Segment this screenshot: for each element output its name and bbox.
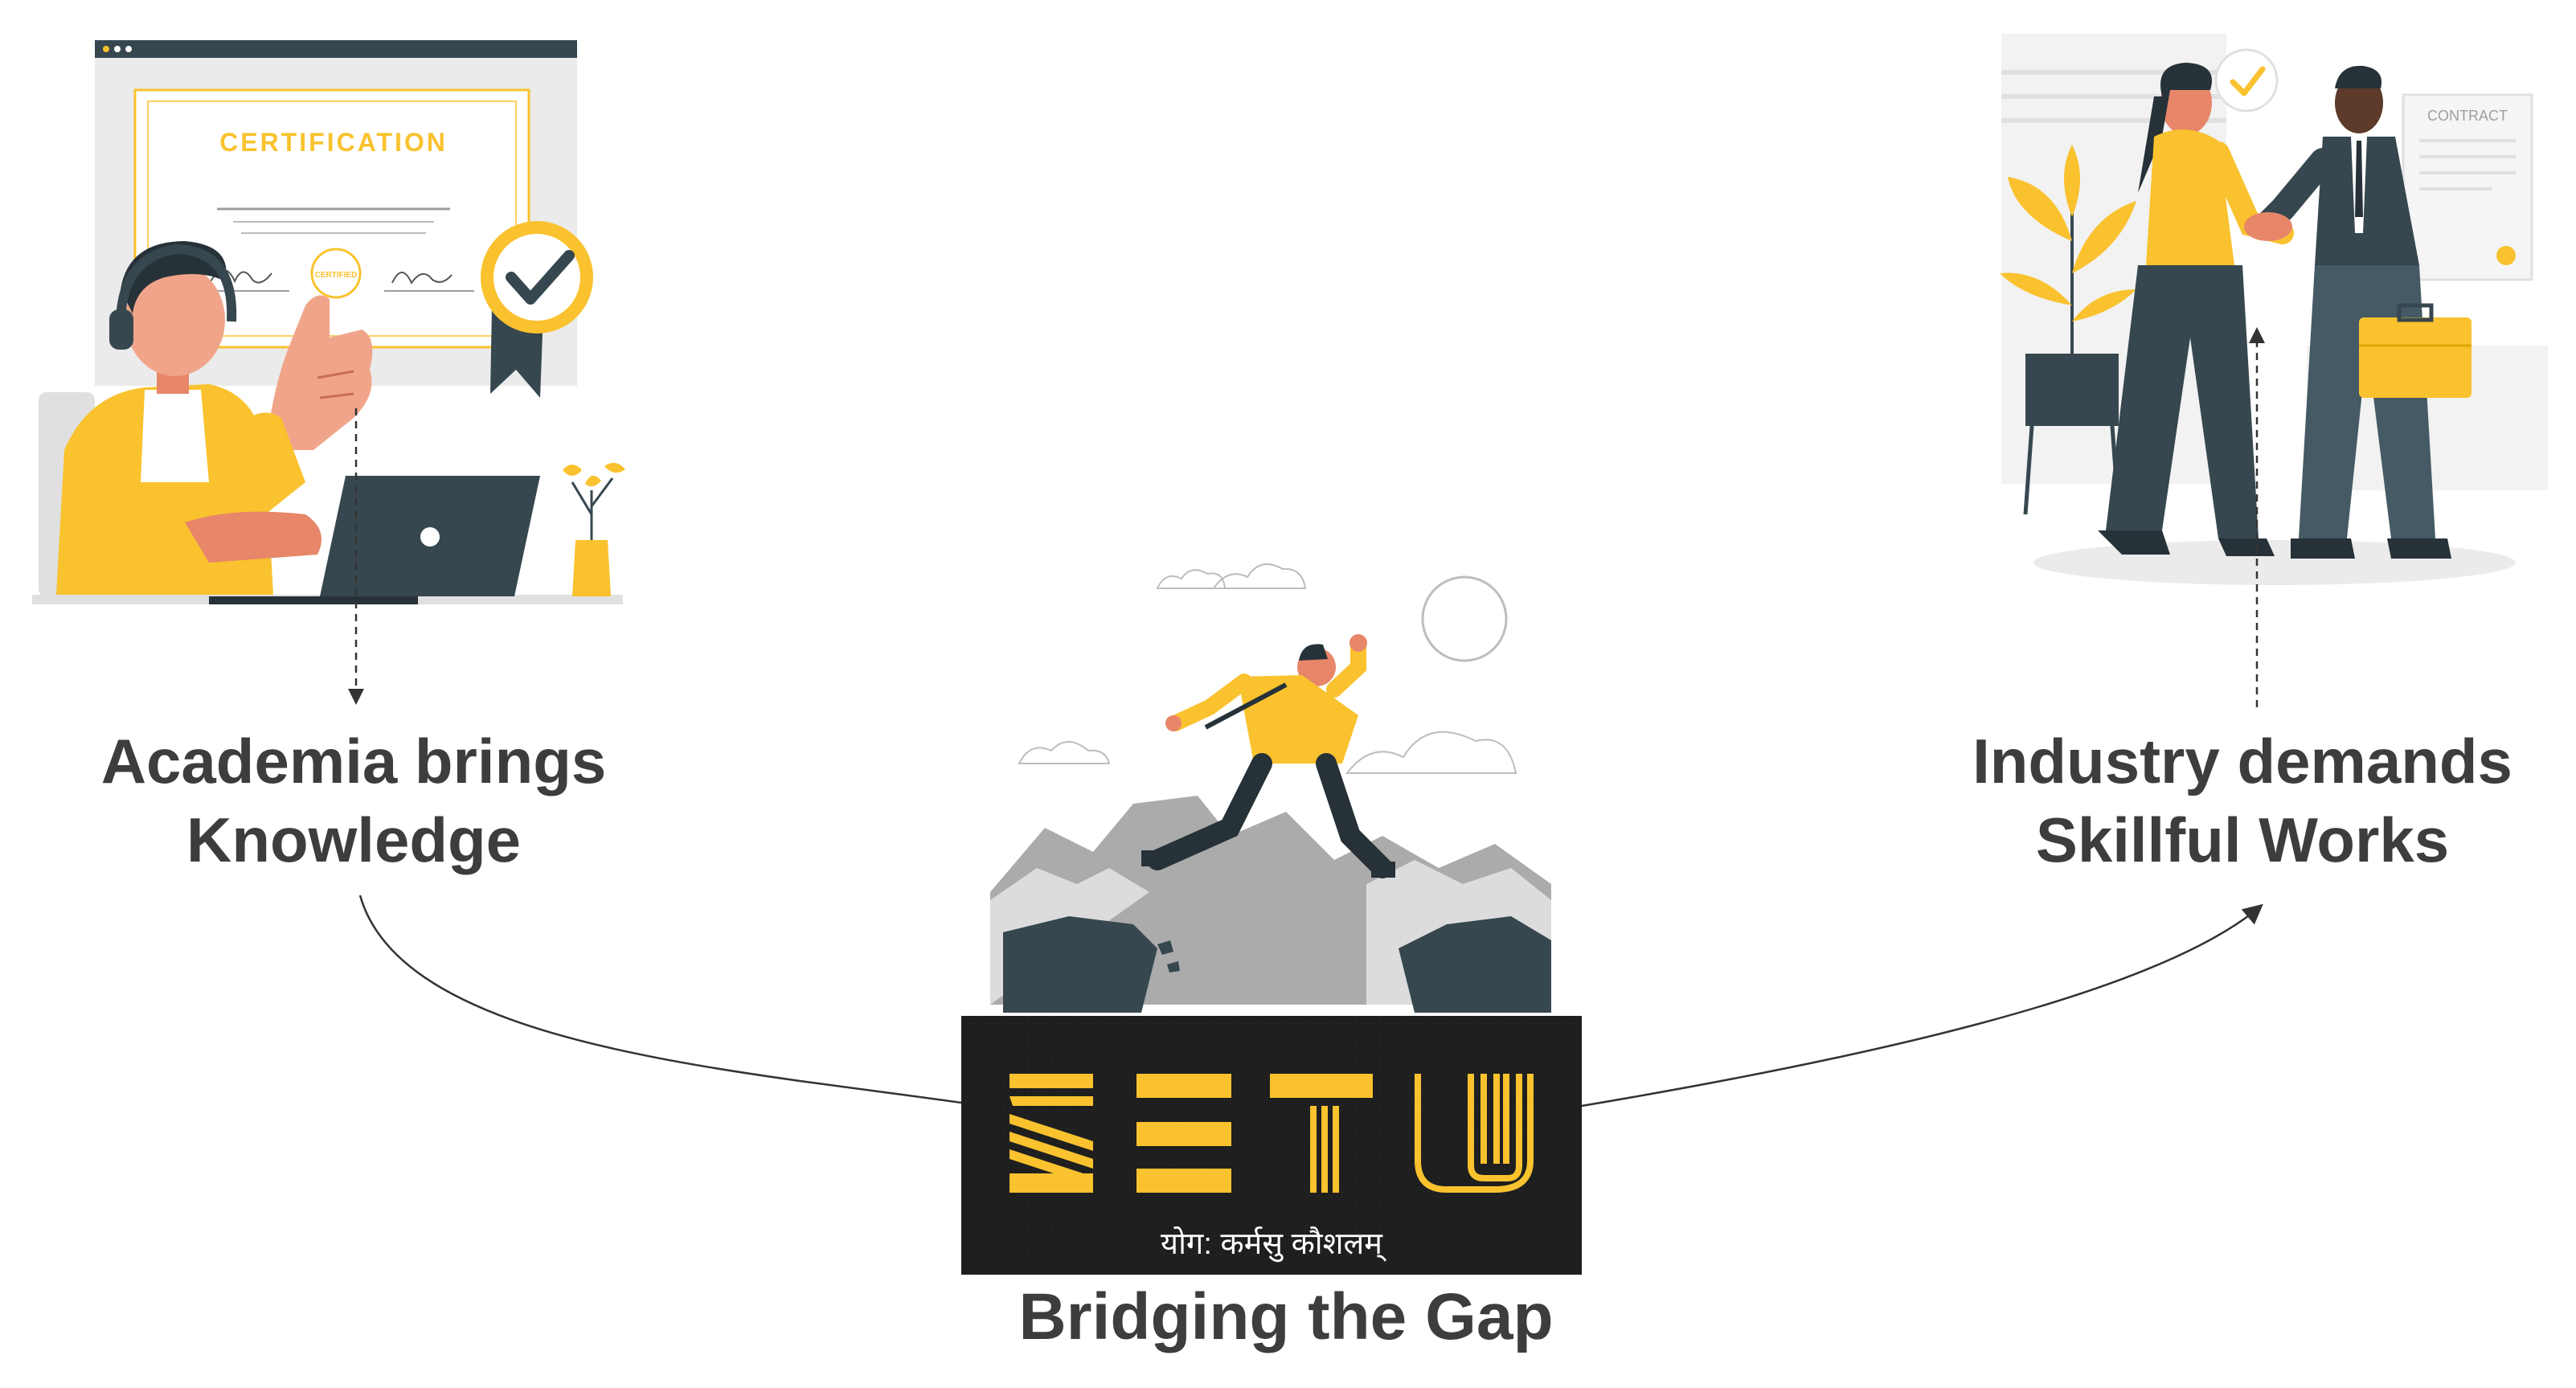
award-badge [481, 221, 593, 398]
academia-caption: Academia brings Knowledge [32, 722, 675, 879]
cloud [1018, 741, 1111, 764]
laptop-base [209, 596, 418, 604]
academia-caption-line2: Knowledge [186, 805, 521, 875]
industry-illustration: CONTRACT [2000, 34, 2548, 585]
flower-vase [572, 540, 611, 596]
industry-caption-line1: Industry demands [1972, 726, 2513, 796]
jumping-man [1141, 634, 1395, 878]
curve-setu-to-industry [1581, 903, 2263, 1108]
sun [1421, 575, 1508, 662]
logo-letter-s [1010, 1074, 1093, 1193]
potted-plant [2000, 145, 2136, 515]
signature-right [391, 272, 453, 285]
logo-tagline: योग: कर्मसु कौशलम् [1161, 1226, 1387, 1263]
contract-label: CONTRACT [2427, 108, 2508, 124]
headphones [109, 309, 133, 350]
industry-caption-line2: Skillful Works [2035, 805, 2450, 875]
industry-caption: Industry demands Skillful Works [1929, 722, 2556, 879]
logo-letter-e [1136, 1074, 1231, 1193]
browser-title-bar [95, 40, 577, 58]
businessman [2254, 65, 2472, 559]
gap-jump-illustration: योग: कर्मसु कौशलम् SETU [961, 563, 1582, 1275]
student-head [125, 264, 225, 376]
cloud [1345, 731, 1517, 774]
bridging-caption-text: Bridging the Gap [1018, 1280, 1554, 1353]
setu-logo: योग: कर्मसु कौशलम् SETU [961, 1016, 1582, 1275]
svg-text:CERTIFIED: CERTIFIED [315, 271, 358, 280]
logo-text: SETU [1271, 1044, 1273, 1046]
certificate-title: CERTIFICATION [219, 128, 448, 157]
cloud [1156, 569, 1227, 589]
left-cliff [1003, 916, 1157, 1013]
logo-letter-u [1415, 1074, 1534, 1193]
setu-logo-background [961, 1016, 1582, 1275]
briefcase [2359, 317, 2472, 398]
right-cliff [1399, 916, 1551, 1013]
academia-caption-line1: Academia brings [100, 726, 607, 796]
academia-illustration: CERTIFICATION CERTIFIED [32, 40, 625, 604]
certified-seal [310, 248, 362, 299]
thumbs-up-hand [265, 295, 373, 450]
approval-bubble [2214, 48, 2279, 113]
logo-letter-t [1270, 1074, 1373, 1193]
curve-academia-to-setu [358, 895, 962, 1104]
cloud [1212, 563, 1307, 589]
bridging-caption: Bridging the Gap [884, 1278, 1688, 1357]
handshake [2244, 212, 2292, 241]
